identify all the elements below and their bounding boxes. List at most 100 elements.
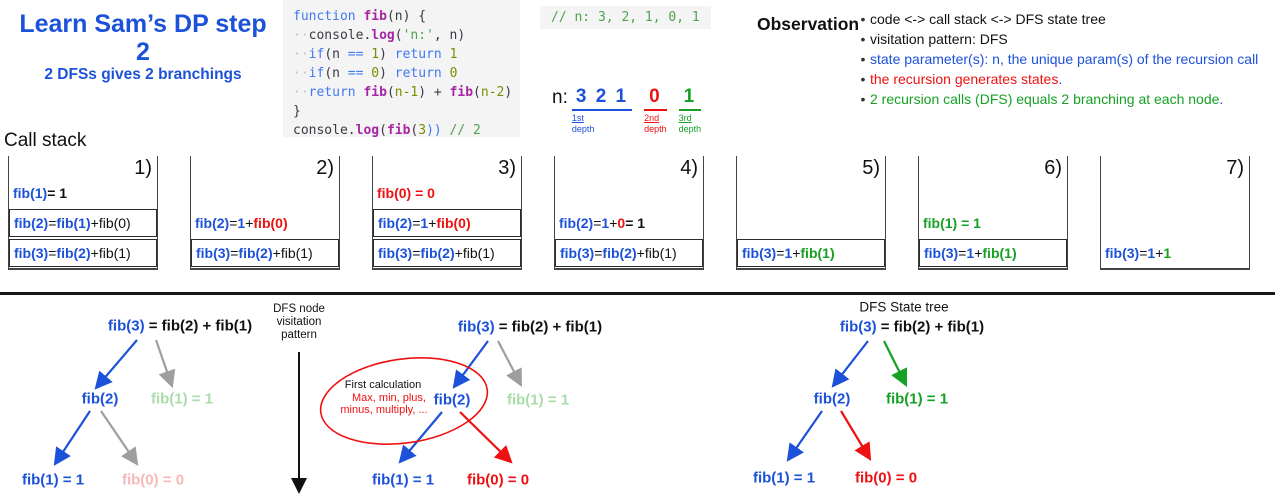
text-segment: fib(3) (196, 245, 231, 261)
text-segment: fib(0) (98, 215, 131, 231)
frame-number: 1) (134, 157, 152, 179)
text-segment: state parameter(s): n, the unique param(… (870, 51, 1259, 67)
tree-node: fib(3) = fib(2) + fib(1) (840, 319, 984, 336)
tree-node: fib(0) = 0 (855, 470, 917, 487)
header: Learn Sam’s DP step 2 2 DFSs gives 2 bra… (12, 10, 274, 84)
text-segment: 1 (420, 215, 429, 231)
text-segment: 1 (966, 245, 975, 261)
text-segment: = 1 (625, 215, 646, 231)
text-segment: fib(1) = 1 (752, 469, 816, 487)
text-segment: ·· (293, 66, 309, 81)
stack-row: fib(3) = fib(2) + fib(1) (9, 239, 157, 267)
text-segment: = (1139, 245, 1148, 261)
text-segment: 0 (449, 66, 458, 81)
stack-row: fib(2) = fib(1) + fib(0) (9, 209, 157, 237)
page-title: Learn Sam’s DP step 2 (19, 10, 267, 66)
text-segment: fib(1) (800, 245, 835, 261)
text-segment: = (776, 245, 785, 261)
observation-bullet: •visitation pattern: DFS (856, 29, 1268, 49)
text-segment: ·· (293, 85, 309, 100)
tree-node: fib(1) = 1 (886, 391, 948, 408)
frame-number: 5) (862, 157, 880, 179)
text-segment: 1 (371, 47, 380, 62)
text-segment: n-2 (480, 85, 505, 100)
bullet-icon: • (860, 71, 866, 87)
text-segment: 1 (601, 215, 610, 231)
text-segment: ( (386, 85, 395, 100)
text-segment: fib(3) (839, 318, 877, 336)
text-segment: fib(1) (98, 245, 131, 261)
text-segment: fib (363, 85, 387, 100)
observation-bullet-text: state parameter(s): n, the unique param(… (870, 49, 1268, 69)
text-segment: fib(3) (560, 245, 595, 261)
text-segment: the recursion generates states (870, 71, 1059, 87)
text-segment: = (230, 245, 239, 261)
text-segment: ) (379, 66, 395, 81)
bullet-icon: • (860, 11, 866, 27)
text-segment: = fib(2) + fib(1) (494, 318, 603, 336)
text-segment: n-1 (394, 85, 419, 100)
text-segment: log (355, 123, 380, 138)
text-segment: ) (504, 85, 513, 100)
tree-node: fib(1) = 1 (151, 391, 213, 408)
n-depth-ordinal: 3rd (678, 113, 692, 123)
text-segment: . (1219, 91, 1224, 107)
n-depth-ordinal: 2nd (644, 113, 660, 123)
text-segment: , n) (433, 28, 466, 43)
text-segment: 0 (371, 66, 380, 81)
text-segment: = 1 (47, 185, 68, 201)
stack-frame: 7)fib(3) = 1 + 1 (1100, 156, 1250, 270)
code-line: ··return fib(n-1) + fib(n-2) (293, 83, 520, 102)
text-segment: ( (379, 123, 387, 138)
stack-row: fib(2) = 1 + fib(0) (191, 209, 339, 237)
stack-frame: 5)fib(3) = 1 + fib(1) (736, 156, 886, 270)
text-segment: ) (379, 47, 395, 62)
stack-row: fib(3) = fib(2) + fib(1) (373, 239, 521, 267)
text-segment: fib(1) = 1 (371, 471, 435, 489)
text-segment: fib (449, 85, 474, 100)
annotation-label: Max, min, plus, (352, 392, 426, 404)
text-segment: ) + (418, 85, 450, 100)
frame-number: 6) (1044, 157, 1062, 179)
n-depth-word: depth (644, 124, 667, 134)
text-segment: 3 (418, 123, 427, 138)
text-segment: fib(3) (1105, 245, 1140, 261)
text-segment: = (412, 245, 421, 261)
text-segment: fib(1) (56, 215, 91, 231)
text-segment: fib(2) (14, 215, 49, 231)
text-segment: fib(1) (982, 245, 1017, 261)
text-segment: if (308, 47, 325, 62)
stack-row: fib(3) = fib(2) + fib(1) (555, 239, 703, 267)
stack-row: fib(2) = 1 + fib(0) (373, 209, 521, 237)
text-segment: == (347, 47, 364, 62)
text-segment: = (229, 215, 238, 231)
text-segment: + (792, 245, 801, 261)
text-segment: + (974, 245, 983, 261)
text-segment: fib(2) (559, 215, 594, 231)
observation-bullet: •2 recursion calls (DFS) equals 2 branch… (856, 89, 1268, 109)
text-segment: fib(3) (742, 245, 777, 261)
text-segment: function (293, 9, 364, 24)
text-segment: = (412, 215, 421, 231)
observation-bullet-text: visitation pattern: DFS (870, 29, 1268, 49)
text-segment: (n (324, 66, 348, 81)
tree-node: fib(3) = fib(2) + fib(1) (458, 319, 602, 336)
text-segment: 1 (1163, 245, 1172, 261)
annotation-label: First calculation (344, 379, 422, 391)
text-segment: fib(0) (436, 215, 471, 231)
text-segment: fib(1) (280, 245, 313, 261)
text-segment: fib(0) = 0 (121, 471, 185, 489)
text-segment: + (90, 245, 99, 261)
text-segment: fib(1) = 1 (150, 390, 214, 408)
annotation-label: minus, multiply, ... (340, 404, 428, 416)
text-segment: fib (363, 9, 387, 24)
text-segment: fib(3) (457, 318, 495, 336)
text-segment: fib(1) = 1 (885, 390, 949, 408)
text-segment: . (1058, 71, 1063, 87)
n-depth-digits: 1 (678, 86, 702, 111)
text-segment: (n (324, 47, 348, 62)
text-segment: = (48, 215, 57, 231)
